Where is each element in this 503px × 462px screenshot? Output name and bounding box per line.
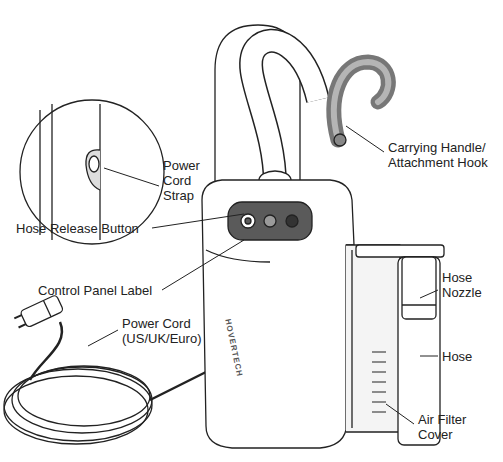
part-label: Hose Release Button bbox=[16, 221, 139, 236]
part-label: Carrying Handle/ Attachment Hook bbox=[388, 140, 500, 170]
part-label: Hose bbox=[442, 349, 472, 364]
part-label: Power Cord (US/UK/Euro) bbox=[122, 316, 214, 346]
part-label: Control Panel Label bbox=[38, 283, 152, 298]
part-label: Power Cord Strap bbox=[163, 158, 211, 203]
part-label: Air Filter Cover bbox=[418, 412, 494, 442]
part-label: Hose Nozzle bbox=[442, 270, 498, 300]
